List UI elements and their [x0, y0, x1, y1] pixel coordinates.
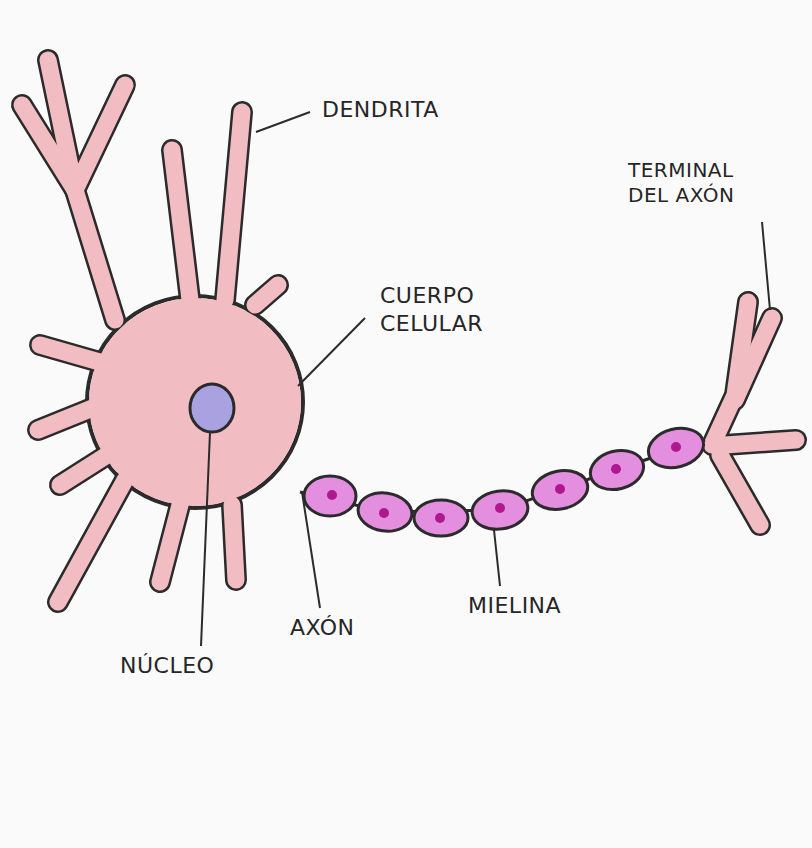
- myelin-sheath: [304, 423, 708, 536]
- nucleus-shape: [190, 384, 234, 432]
- part-label: DENDRITA: [322, 96, 439, 124]
- part-label: MIELINA: [468, 592, 561, 620]
- part-label: CUERPO CELULAR: [380, 282, 530, 337]
- part-label: AXÓN: [290, 614, 355, 642]
- part-label: NÚCLEO: [120, 652, 214, 680]
- part-label: TERMINAL DEL AXÓN: [628, 158, 778, 208]
